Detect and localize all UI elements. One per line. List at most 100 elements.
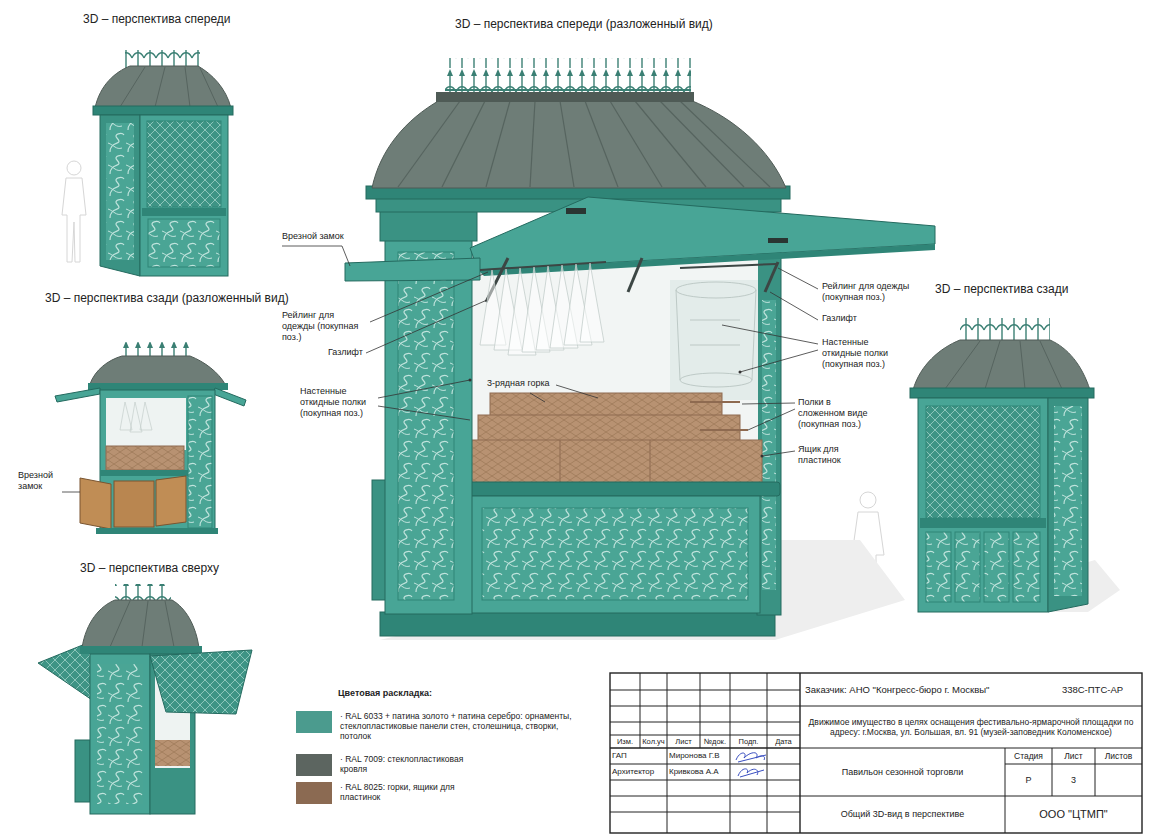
back-open-view-illustration <box>120 402 152 432</box>
main-kiosk-illustration <box>628 258 642 292</box>
top-view-illustration <box>97 664 143 804</box>
top-view-illustration <box>110 601 130 647</box>
title-block-cell: Движимое имущество в целях оснащения фес… <box>802 706 1140 748</box>
main-kiosk-illustration <box>690 345 740 346</box>
back-view-illustration <box>945 341 980 389</box>
cell-text: ГАП <box>612 751 627 761</box>
main-kiosk-illustration <box>436 92 694 102</box>
leader-line <box>370 272 488 322</box>
main-kiosk-illustration <box>560 440 561 485</box>
back-open-view-illustration <box>120 402 132 430</box>
title-block-cell: Миронова Г.В <box>667 748 730 764</box>
title-block-grid <box>700 673 701 748</box>
top-view-illustration <box>155 740 190 766</box>
legend-text: · RAL 6033 + патина золото + патина сере… <box>340 711 590 742</box>
front-view-illustration <box>140 115 228 276</box>
top-view-illustration <box>165 601 174 647</box>
cell-text: Подп. <box>739 737 759 746</box>
leader-line <box>722 325 818 344</box>
front-view-illustration <box>93 106 233 115</box>
front-view-illustration <box>95 66 231 108</box>
main-kiosk-illustration <box>680 101 770 187</box>
title-block-cell: ГАП <box>610 748 667 764</box>
main-kiosk-illustration <box>585 101 618 187</box>
signature <box>736 753 766 777</box>
front-view-illustration <box>120 67 145 107</box>
cell-text: ООО "ЦТМП" <box>1039 808 1107 821</box>
main-kiosk-illustration <box>345 58 935 640</box>
back-open-view-illustration <box>88 383 228 390</box>
main-kiosk-illustration <box>398 252 454 600</box>
scale-figure <box>67 161 81 175</box>
title-block-cell: Лист <box>667 735 700 748</box>
legend-text: · RAL 8025: горки, ящики для пластинок <box>340 782 480 802</box>
main-kiosk-illustration <box>580 263 604 342</box>
main-kiosk-illustration <box>700 429 748 431</box>
leader-line <box>556 385 598 398</box>
cell-text: Листов <box>1105 751 1133 761</box>
title-block-grid <box>800 796 1142 797</box>
main-kiosk-illustration <box>752 290 756 380</box>
top-view-illustration <box>82 600 199 648</box>
main-kiosk-illustration <box>660 101 744 187</box>
back-open-view-illustration <box>140 402 152 430</box>
back-view-illustration <box>1048 398 1088 612</box>
main-kiosk-illustration <box>676 290 680 380</box>
cell-text: Общий 3D-вид в перспективе <box>841 809 965 820</box>
callout-label: 3-рядная горка <box>487 378 550 389</box>
callout-label: Рейлинг для одежды (покупная поз.) <box>822 281 918 303</box>
main-kiosk-illustration <box>650 440 651 485</box>
main-kiosk-illustration <box>442 101 485 187</box>
title-block-grid <box>1005 764 1142 765</box>
cell-text: Дата <box>775 737 792 746</box>
leader-dot <box>469 371 764 458</box>
top-view-illustration <box>142 601 148 647</box>
title-block-cell: Общий 3D-вид в перспективе <box>800 796 1005 833</box>
main-kiosk-illustration <box>676 282 756 298</box>
back-open-view-illustration <box>90 356 225 384</box>
back-open-view-illustration <box>100 470 190 476</box>
title-block-cell: Архитектор <box>610 764 667 780</box>
back-open-view-illustration <box>96 528 218 534</box>
back-view-illustration <box>1020 341 1025 389</box>
main-kiosk-illustration <box>462 482 780 496</box>
title-block-grid <box>610 673 1142 833</box>
title-block-grid <box>730 673 731 833</box>
main-kiosk-illustration <box>610 101 662 187</box>
leader-line <box>62 492 80 493</box>
back-view-illustration <box>945 341 1062 389</box>
leader-line <box>366 300 487 353</box>
view-heading: 3D – перспектива сзади <box>935 282 1068 296</box>
main-kiosk-illustration <box>635 101 706 187</box>
back-view-illustration <box>985 341 1000 389</box>
main-kiosk-illustration <box>560 101 574 187</box>
back-open-view-illustration <box>156 476 186 526</box>
leader-line <box>748 409 795 430</box>
main-kiosk-illustration <box>566 208 586 214</box>
cell-text: Стадия <box>1014 751 1043 761</box>
leader-line <box>378 380 470 398</box>
front-view-illustration <box>155 67 165 107</box>
callout-label: Настенные откидные полки (покупная поз.) <box>822 337 898 369</box>
main-kiosk-illustration <box>478 415 740 442</box>
cell-text: Заказчик: АНО "Конгресс-бюро г. Москвы" <box>805 684 989 695</box>
main-kiosk-illustration <box>680 373 752 387</box>
cell-text: Кол.уч <box>642 737 665 746</box>
cell-text: Лист <box>675 737 691 746</box>
cell-text: Архитектор <box>612 767 654 777</box>
cell-text: №док. <box>704 737 726 746</box>
callout-label: Газлифт <box>822 313 857 324</box>
title-block-grid <box>610 690 800 691</box>
main-kiosk-illustration <box>380 612 775 636</box>
signature <box>738 769 764 777</box>
leader-line <box>778 268 818 289</box>
front-view-illustration <box>142 208 226 216</box>
title-block-cell: Кривкова А.А <box>667 764 730 780</box>
back-view-illustration <box>926 406 1040 518</box>
signature <box>736 753 766 762</box>
main-kiosk-illustration <box>670 280 758 400</box>
back-open-view-illustration <box>114 481 154 527</box>
main-kiosk-illustration <box>530 101 535 187</box>
leader-line <box>762 451 795 456</box>
back-open-view-illustration <box>106 398 186 450</box>
